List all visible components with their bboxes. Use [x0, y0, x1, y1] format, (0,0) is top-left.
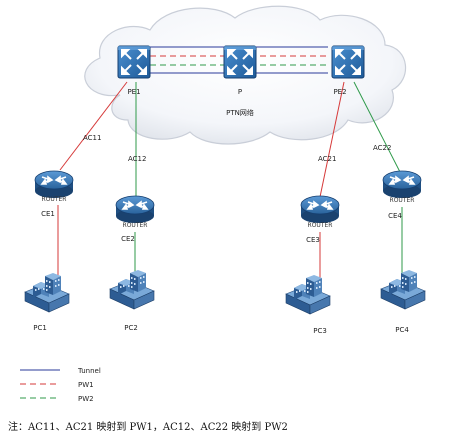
pc1-node: PC1: [24, 272, 70, 332]
router-icon: [34, 170, 74, 199]
pc4-node: PC4: [380, 269, 426, 334]
ac22-label: AC22: [373, 144, 391, 152]
pe2-node: PE2: [331, 45, 365, 96]
pe1-node: PE1: [117, 45, 151, 96]
legend-pw1-label: PW1: [78, 381, 94, 389]
ce4-label: CE4: [388, 212, 402, 220]
footnote: 注：AC11、AC21 映射到 PW1，AC12、AC22 映射到 PW2: [8, 422, 288, 433]
ce4-node: ROUTER CE4: [382, 170, 422, 220]
switch-icon: [117, 45, 151, 79]
link-ac11: [59, 81, 128, 171]
building-icon: [285, 274, 331, 315]
router-text: ROUTER: [308, 222, 333, 229]
ac21-label: AC21: [318, 155, 336, 163]
link-ac22: [353, 81, 401, 173]
building-icon: [380, 269, 426, 310]
ce1-node: ROUTER CE1: [34, 170, 74, 218]
link-ac21: [319, 81, 345, 198]
ce3-label: CE3: [306, 236, 320, 244]
pe2-label: PE2: [333, 88, 346, 96]
legend-tunnel-label: Tunnel: [77, 367, 101, 375]
pc1-label: PC1: [33, 324, 47, 332]
ce2-node: ROUTER CE2: [115, 195, 155, 243]
cloud-label: PTN网络: [226, 108, 254, 117]
building-icon: [24, 272, 70, 313]
ac12-label: AC12: [128, 155, 146, 163]
legend: Tunnel PW1 PW2: [20, 367, 101, 403]
ce2-label: CE2: [121, 235, 135, 243]
pc4-label: PC4: [395, 326, 409, 334]
switch-icon: [331, 45, 365, 79]
pc2-node: PC2: [109, 269, 155, 332]
pc2-label: PC2: [124, 324, 138, 332]
ce3-node: ROUTER CE3: [300, 195, 340, 244]
pe1-label: PE1: [127, 88, 140, 96]
p-label: P: [238, 88, 242, 96]
router-icon: [382, 170, 422, 199]
access-links: [57, 81, 403, 285]
ce1-label: CE1: [41, 210, 55, 218]
router-text: ROUTER: [390, 197, 415, 204]
router-icon: [300, 195, 340, 224]
building-icon: [109, 269, 155, 310]
legend-pw2-label: PW2: [78, 395, 94, 403]
router-icon: [115, 195, 155, 224]
pc3-node: PC3: [285, 274, 331, 335]
ac11-label: AC11: [83, 134, 101, 142]
switch-icon: [223, 45, 257, 79]
pc3-label: PC3: [313, 327, 327, 335]
p-node: P: [223, 45, 257, 96]
router-text: ROUTER: [42, 196, 67, 203]
router-text: ROUTER: [123, 222, 148, 229]
